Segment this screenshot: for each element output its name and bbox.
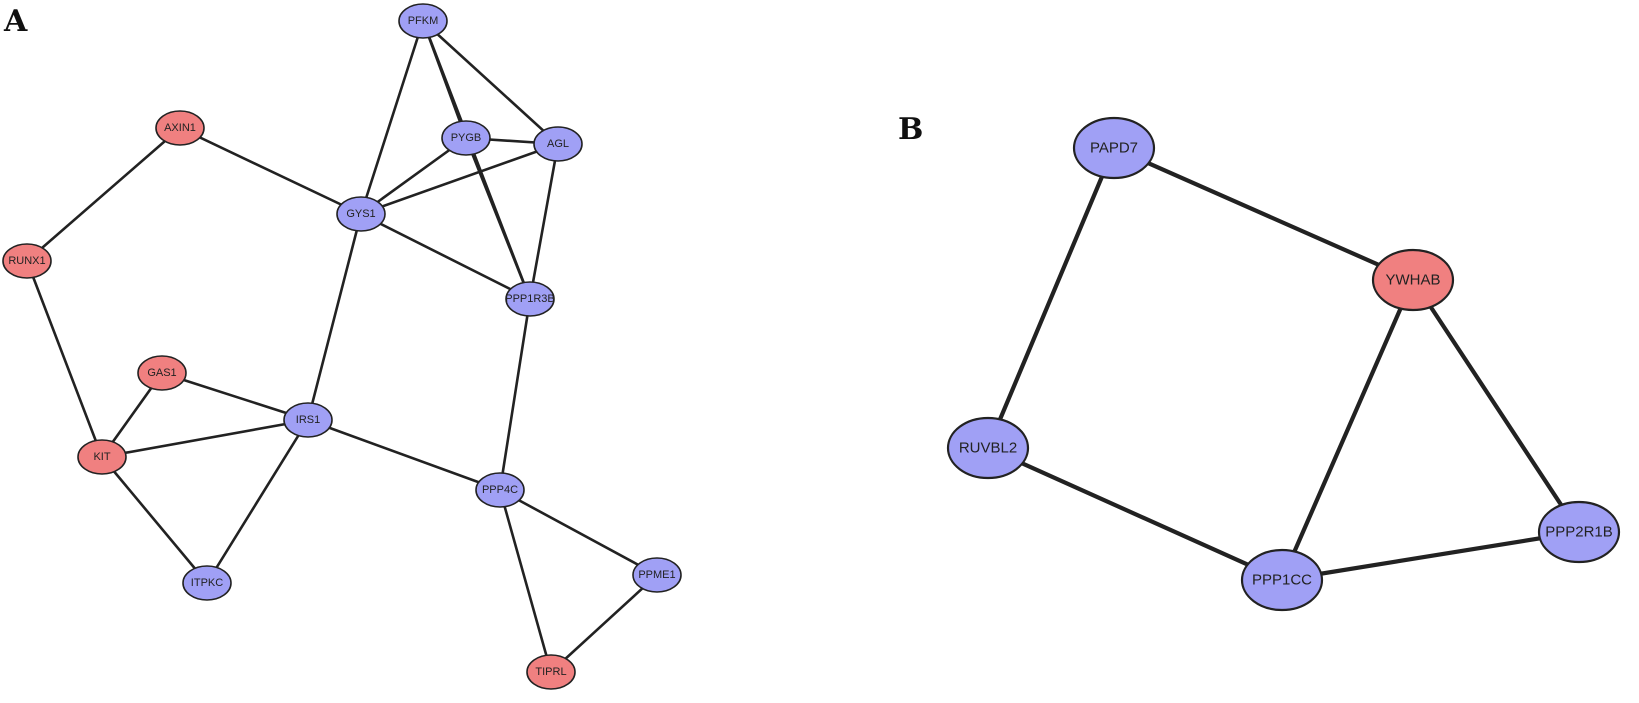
node-ppp4c: PPP4C <box>475 472 525 508</box>
edge-ruvbl2-ppp1cc <box>985 445 1285 583</box>
node-label: PPP1R3B <box>505 293 555 305</box>
edge-pfkm-gys1 <box>359 19 425 216</box>
node-shape <box>182 565 232 601</box>
node-label: PPP4C <box>482 484 518 496</box>
node-shape <box>283 402 333 438</box>
node-label: YWHAB <box>1385 272 1440 289</box>
edge-ywhab-ppp1cc <box>1279 277 1416 583</box>
edge-ppp1cc-ppp2r1b <box>1279 529 1582 583</box>
node-ppp1r3b: PPP1R3B <box>505 281 555 317</box>
edge-agl-gys1 <box>359 142 560 216</box>
node-label: ITPKC <box>191 577 223 589</box>
node-shape <box>137 355 187 391</box>
node-shape <box>1240 548 1324 612</box>
edge-ywhab-ppp2r1b <box>1410 277 1582 535</box>
node-label: PAPD7 <box>1090 140 1138 157</box>
node-label: TIPRL <box>535 666 566 678</box>
node-pfkm: PFKM <box>398 3 448 39</box>
edge-runx1-kit <box>25 259 104 459</box>
edge-axin1-runx1 <box>25 126 182 263</box>
node-agl: AGL <box>533 126 583 162</box>
node-shape <box>632 557 682 593</box>
edge-papd7-ywhab <box>1111 145 1416 283</box>
node-shape <box>1537 500 1621 564</box>
node-label: AXIN1 <box>164 122 196 134</box>
node-runx1: RUNX1 <box>2 243 52 279</box>
node-shape <box>526 654 576 690</box>
node-ppme1: PPME1 <box>632 557 682 593</box>
edge-irs1-itpkc <box>205 418 310 585</box>
edge-ppp4c-tiprl <box>498 488 553 674</box>
node-shape <box>155 110 205 146</box>
node-shape <box>475 472 525 508</box>
edge-axin1-gys1 <box>178 126 363 216</box>
edge-kit-itpkc <box>100 455 209 585</box>
node-label: KIT <box>93 451 110 463</box>
node-shape <box>441 120 491 156</box>
panel-a-label: A <box>4 4 28 39</box>
node-tiprl: TIPRL <box>526 654 576 690</box>
edge-kit-irs1 <box>100 418 310 459</box>
node-gys1: GYS1 <box>336 196 386 232</box>
node-ppp1cc: PPP1CC <box>1240 548 1324 612</box>
node-label: GYS1 <box>346 208 375 220</box>
node-shape <box>77 439 127 475</box>
edge-irs1-ppp4c <box>306 418 502 492</box>
edge-ppp4c-ppme1 <box>498 488 659 577</box>
node-label: PYGB <box>451 132 482 144</box>
node-itpkc: ITPKC <box>182 565 232 601</box>
node-shape <box>2 243 52 279</box>
node-label: GAS1 <box>147 367 176 379</box>
node-label: IRS1 <box>296 414 320 426</box>
node-shape <box>533 126 583 162</box>
edge-pfkm-agl <box>421 19 560 146</box>
node-ruvbl2: RUVBL2 <box>946 416 1030 480</box>
node-shape <box>336 196 386 232</box>
edge-ppme1-tiprl <box>549 573 659 674</box>
node-papd7: PAPD7 <box>1072 116 1156 180</box>
edge-ppp1r3b-ppp4c <box>498 297 532 492</box>
node-label: PFKM <box>408 15 439 27</box>
edge-gas1-irs1 <box>160 371 310 422</box>
node-ywhab: YWHAB <box>1371 248 1455 312</box>
edge-agl-ppp1r3b <box>528 142 560 301</box>
node-label: AGL <box>547 138 569 150</box>
node-irs1: IRS1 <box>283 402 333 438</box>
node-label: PPP1CC <box>1252 572 1312 589</box>
node-shape <box>1072 116 1156 180</box>
edge-gys1-ppp1r3b <box>359 212 532 301</box>
node-ppp2r1b: PPP2R1B <box>1537 500 1621 564</box>
node-kit: KIT <box>77 439 127 475</box>
node-shape <box>398 3 448 39</box>
node-gas1: GAS1 <box>137 355 187 391</box>
edge-gys1-irs1 <box>306 212 363 422</box>
node-shape <box>505 281 555 317</box>
edge-pygb-ppp1r3b <box>464 136 532 301</box>
node-shape <box>1371 248 1455 312</box>
node-label: PPP2R1B <box>1545 524 1613 541</box>
edge-pygb-gys1 <box>359 136 468 216</box>
node-pygb: PYGB <box>441 120 491 156</box>
node-label: PPME1 <box>638 569 675 581</box>
edge-papd7-ruvbl2 <box>985 145 1117 451</box>
node-label: RUNX1 <box>8 255 45 267</box>
node-shape <box>946 416 1030 480</box>
node-label: RUVBL2 <box>959 440 1017 457</box>
node-axin1: AXIN1 <box>155 110 205 146</box>
panel-b-label: B <box>898 112 924 147</box>
